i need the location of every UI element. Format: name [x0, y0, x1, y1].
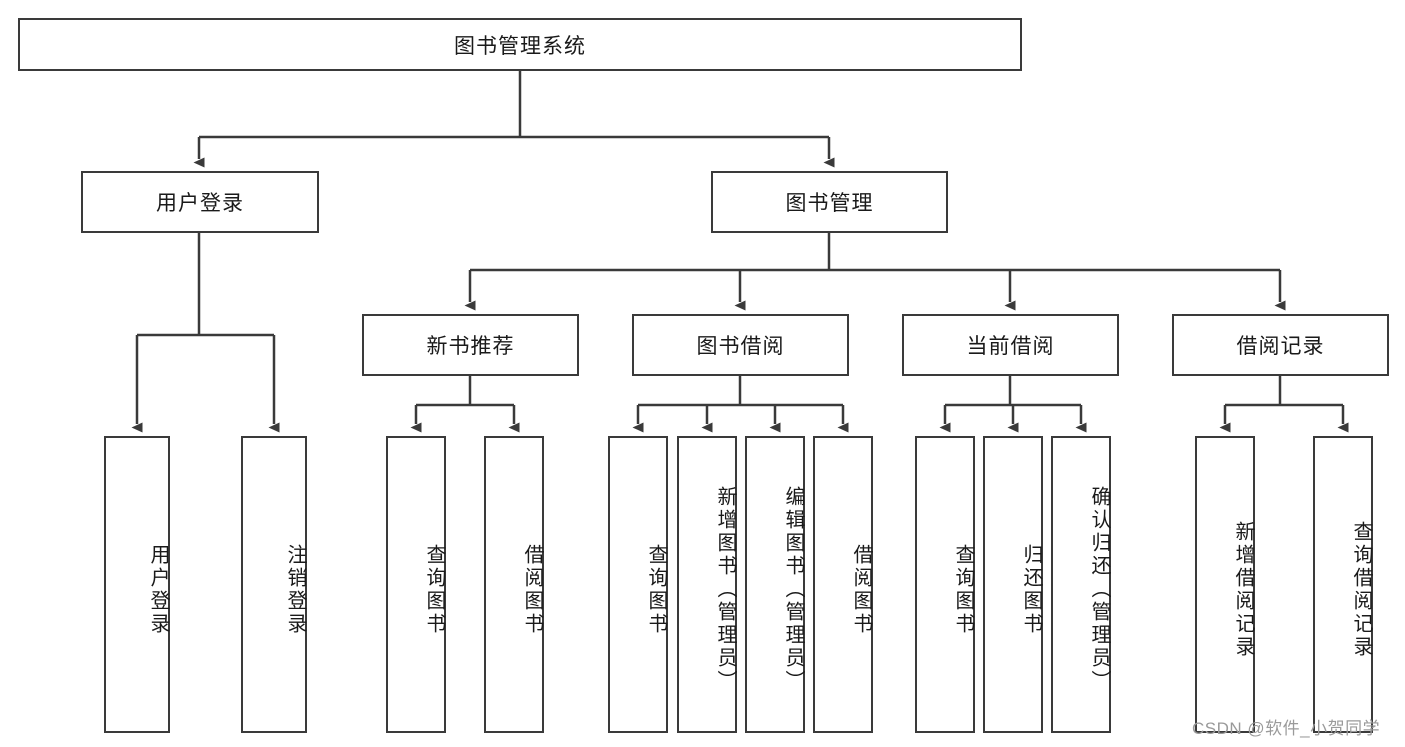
- node-leaf-6[interactable]: 编辑图书（管理员）: [745, 436, 805, 733]
- node-label: 新增图书（管理员）: [714, 486, 736, 693]
- node-label: 新书推荐: [426, 335, 515, 358]
- node-leaf-10[interactable]: 确认归还（管理员）: [1051, 436, 1111, 733]
- node-leaf-3[interactable]: 借阅图书: [484, 436, 544, 733]
- node-label: 查询借阅记录: [1350, 520, 1372, 659]
- node-label: 图书借阅: [696, 335, 785, 358]
- node-leaf-4[interactable]: 查询图书: [608, 436, 668, 733]
- node-leaf-2[interactable]: 查询图书: [386, 436, 446, 733]
- node-level3-1[interactable]: 图书借阅: [632, 314, 849, 376]
- node-label: 图书管理系统: [454, 34, 586, 58]
- node-label: 用户登录: [147, 543, 169, 636]
- node-label: 新增借阅记录: [1232, 520, 1254, 659]
- node-leaf-1[interactable]: 注销登录: [241, 436, 307, 733]
- node-label: 借阅图书: [521, 543, 543, 636]
- node-leaf-9[interactable]: 归还图书: [983, 436, 1043, 733]
- node-label: 借阅图书: [850, 543, 872, 636]
- node-leaf-7[interactable]: 借阅图书: [813, 436, 873, 733]
- node-label: 图书管理: [785, 192, 874, 215]
- node-leaf-8[interactable]: 查询图书: [915, 436, 975, 733]
- node-label: 查询图书: [952, 543, 974, 636]
- node-label: 查询图书: [645, 543, 667, 636]
- node-label: 当前借阅: [966, 335, 1055, 358]
- node-leaf-11[interactable]: 新增借阅记录: [1195, 436, 1255, 733]
- node-level2-1[interactable]: 图书管理: [711, 171, 948, 233]
- node-level3-0[interactable]: 新书推荐: [362, 314, 579, 376]
- node-label: 确认归还（管理员）: [1088, 486, 1110, 693]
- node-label: 借阅记录: [1236, 335, 1325, 358]
- node-leaf-0[interactable]: 用户登录: [104, 436, 170, 733]
- node-label: 注销登录: [284, 543, 306, 636]
- node-label: 查询图书: [423, 543, 445, 636]
- node-level3-3[interactable]: 借阅记录: [1172, 314, 1389, 376]
- node-label: 用户登录: [156, 192, 244, 215]
- node-leaf-5[interactable]: 新增图书（管理员）: [677, 436, 737, 733]
- node-label: 编辑图书（管理员）: [782, 486, 804, 693]
- node-level3-2[interactable]: 当前借阅: [902, 314, 1119, 376]
- node-label: 归还图书: [1020, 543, 1042, 636]
- node-level2-0[interactable]: 用户登录: [81, 171, 319, 233]
- node-leaf-12[interactable]: 查询借阅记录: [1313, 436, 1373, 733]
- node-root-图书管理系统[interactable]: 图书管理系统: [18, 18, 1022, 71]
